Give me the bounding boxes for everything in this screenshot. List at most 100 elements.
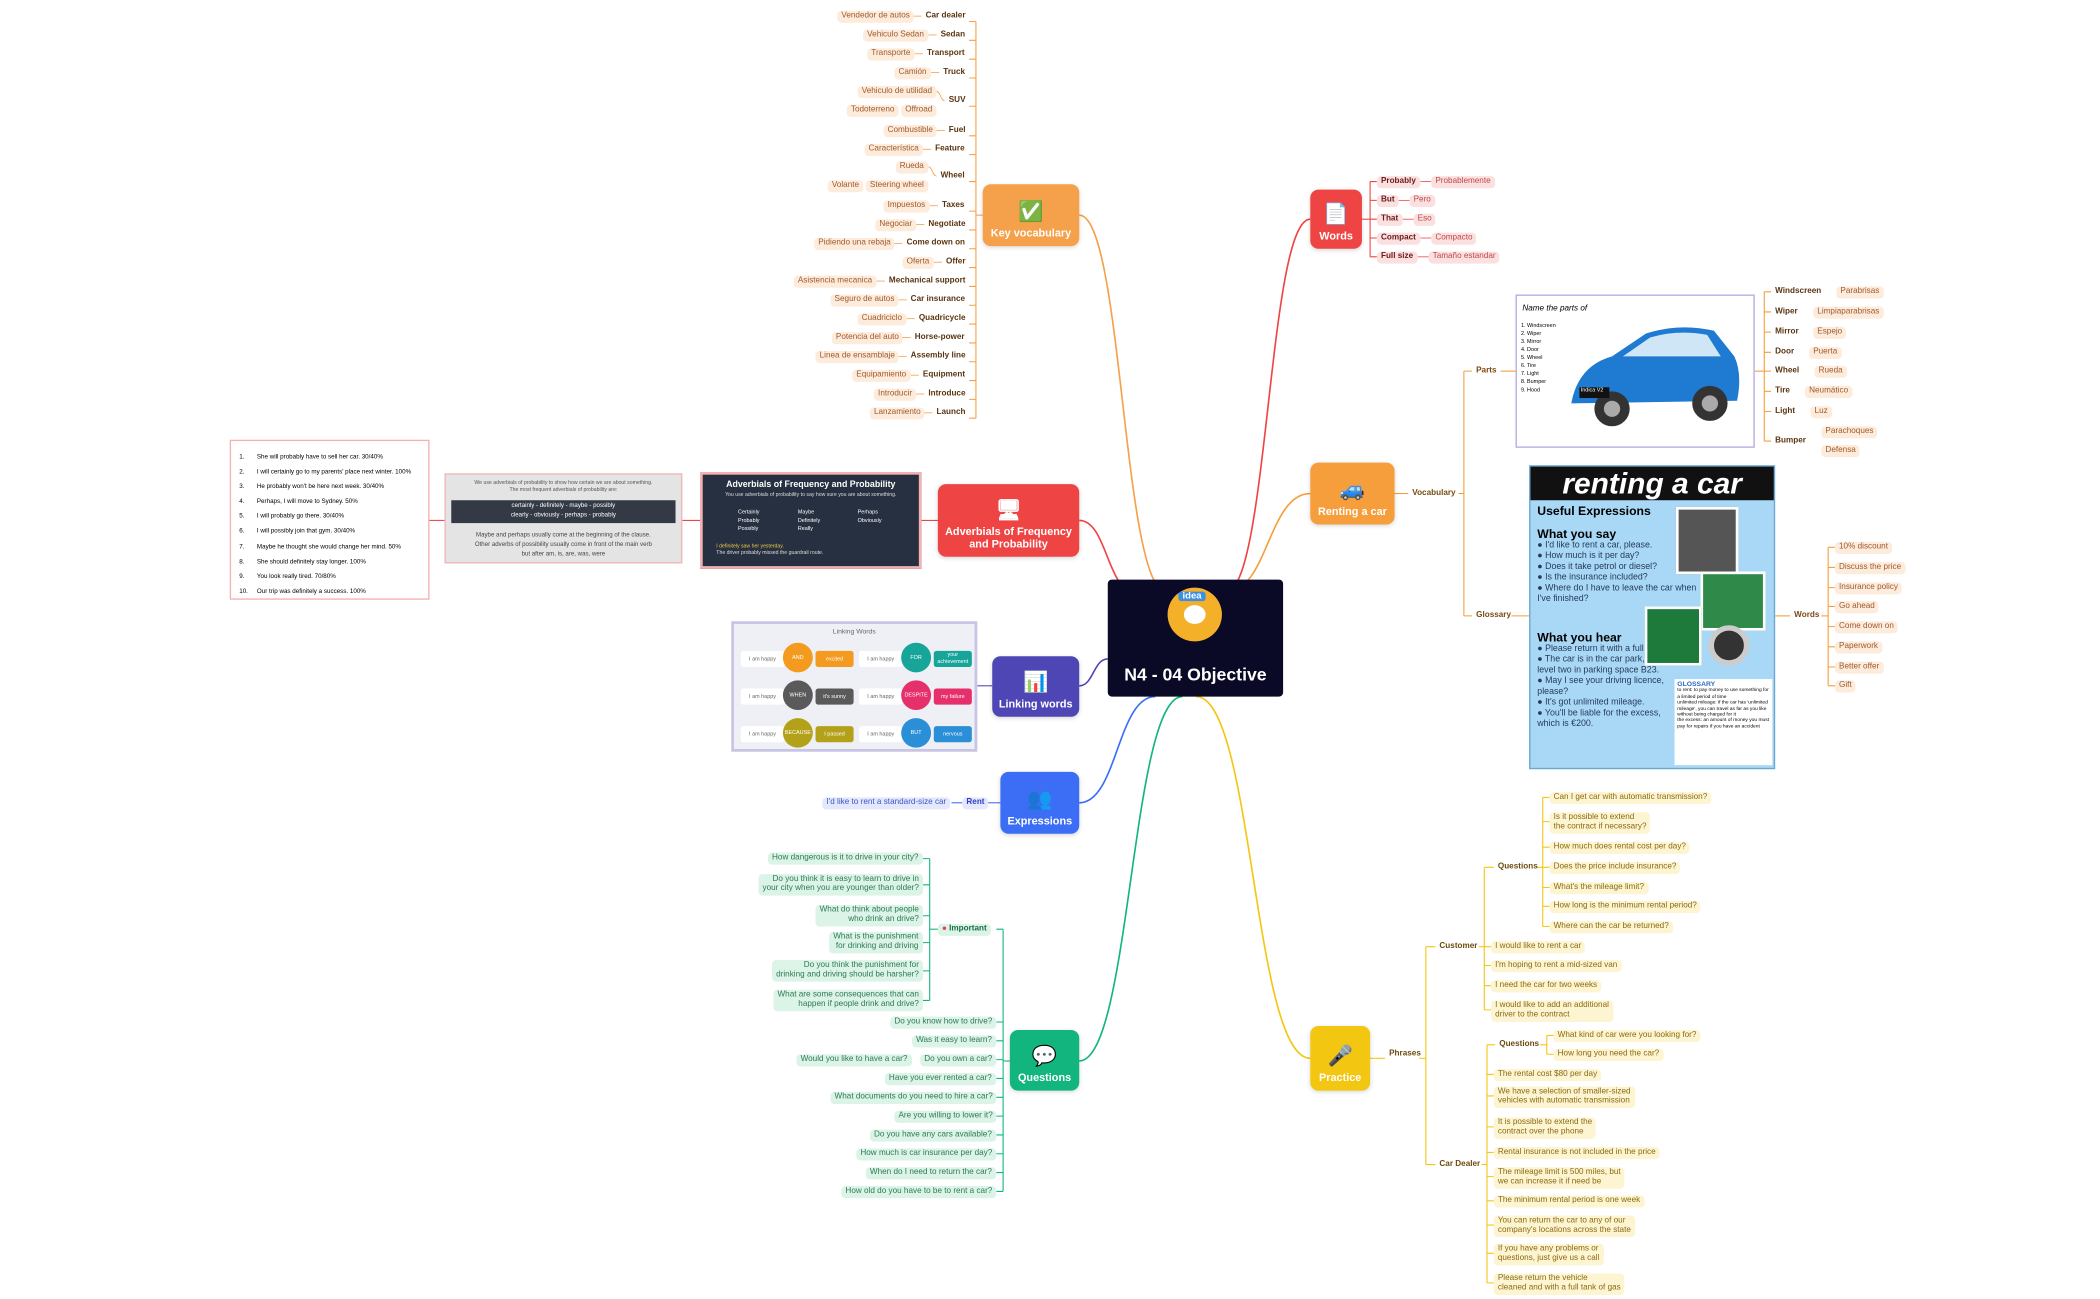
part-term[interactable]: Bumper xyxy=(1775,437,1806,446)
vocab-term[interactable]: Wheel xyxy=(940,172,965,181)
hub-linking-words[interactable]: 📊 Linking words xyxy=(992,656,1080,717)
vocab-term[interactable]: Offer xyxy=(946,258,966,267)
part-term[interactable]: Mirror xyxy=(1775,328,1799,337)
part-translation[interactable]: Rueda xyxy=(1814,365,1847,378)
question-item[interactable]: How old do you have to be to rent a car? xyxy=(841,1186,997,1199)
important-question[interactable]: Do you think the punishment for drinking… xyxy=(772,960,924,982)
part-term[interactable]: Light xyxy=(1775,407,1796,416)
word-translation[interactable]: Pero xyxy=(1409,194,1435,208)
part-term[interactable]: Windscreen xyxy=(1775,287,1822,296)
word-translation[interactable]: Compacto xyxy=(1431,232,1477,245)
vocab-translation[interactable]: Transporte xyxy=(867,48,915,61)
glossary-word[interactable]: Gift xyxy=(1834,680,1856,693)
glossary-word[interactable]: Come down on xyxy=(1834,621,1898,634)
vocab-term[interactable]: Feature xyxy=(935,145,965,154)
dealer-phrase[interactable]: We have a selection of smaller-sized veh… xyxy=(1493,1086,1635,1109)
part-translation[interactable]: Espejo xyxy=(1813,326,1847,339)
vocab-translation[interactable]: Lanzamiento xyxy=(869,407,925,420)
central-topic[interactable]: idea N4 - 04 Objective xyxy=(1107,579,1284,697)
important-question[interactable]: What do think about people who drink an … xyxy=(815,904,923,927)
dealer-phrase[interactable]: Please return the vehicle cleaned and wi… xyxy=(1493,1273,1625,1295)
vocab-term[interactable]: Car insurance xyxy=(910,295,966,304)
parts-label[interactable]: Parts xyxy=(1476,367,1497,376)
vocab-translation[interactable]: Seguro de autos xyxy=(830,294,899,307)
customer-question[interactable]: Is it possible to extend the contract if… xyxy=(1549,812,1651,834)
important-label[interactable]: ● Important xyxy=(937,923,991,936)
question-item[interactable]: How much is car insurance per day? xyxy=(856,1148,997,1161)
vocab-translation[interactable]: Potencia del auto xyxy=(831,332,904,345)
hub-questions[interactable]: 💬 Questions xyxy=(1009,1030,1080,1091)
expressions-rent-item[interactable]: I'd like to rent a standard-size car xyxy=(822,797,951,810)
vocab-translation[interactable]: Vehiculo de utilidad xyxy=(857,86,937,99)
vocab-term[interactable]: Transport xyxy=(926,49,965,58)
question-sub-item[interactable]: Would you like to have a car? xyxy=(796,1054,912,1067)
vocab-term[interactable]: Equipment xyxy=(922,371,966,380)
customer-question[interactable]: How long is the minimum rental period? xyxy=(1549,900,1701,914)
vocab-translation[interactable]: Introducir xyxy=(873,388,917,401)
glossary-word[interactable]: 10% discount xyxy=(1834,541,1893,555)
vocab-translation[interactable]: Negociar xyxy=(875,219,917,232)
dealer-phrase[interactable]: It is possible to extend the contract ov… xyxy=(1493,1117,1597,1139)
question-item[interactable]: When do I need to return the car? xyxy=(865,1167,996,1180)
customer-question[interactable]: Where can the car be returned? xyxy=(1549,921,1673,934)
question-item[interactable]: Are you willing to lower it? xyxy=(894,1110,997,1123)
customer-question[interactable]: How much does rental cost per day? xyxy=(1549,841,1691,854)
vocab-term[interactable]: Car dealer xyxy=(925,12,966,21)
vocab-term[interactable]: Sedan xyxy=(940,30,966,39)
important-question[interactable]: What is the punishment for drinking and … xyxy=(829,931,923,954)
vocab-term[interactable]: SUV xyxy=(948,96,966,105)
dealer-phrase[interactable]: Rental insurance is not included in the … xyxy=(1493,1147,1660,1160)
word-term[interactable]: That xyxy=(1376,213,1403,226)
customer-phrase[interactable]: I would like to add an additional driver… xyxy=(1491,1000,1614,1022)
vocab-term[interactable]: Taxes xyxy=(941,201,965,210)
customer-question[interactable]: Can I get car with automatic transmissio… xyxy=(1549,792,1712,805)
vocab-translation[interactable]: Equipamiento xyxy=(852,369,911,382)
glossary-word[interactable]: Paperwork xyxy=(1834,641,1883,654)
glossary-label[interactable]: Glossary xyxy=(1476,611,1512,620)
customer-questions-label[interactable]: Questions xyxy=(1497,863,1538,872)
vocab-translation[interactable]: Pidiendo una rebaja xyxy=(814,238,895,251)
part-translation[interactable]: Defensa xyxy=(1821,445,1860,458)
hub-renting-a-car[interactable]: 🚙 Renting a car xyxy=(1310,462,1395,525)
customer-phrase[interactable]: I need the car for two weeks xyxy=(1491,980,1602,993)
important-question[interactable]: Do you think it is easy to learn to driv… xyxy=(758,874,924,896)
vocabulary-label[interactable]: Vocabulary xyxy=(1412,489,1456,498)
customer-question[interactable]: What's the mileage limit? xyxy=(1549,882,1649,895)
hub-adverbials[interactable]: 🖥 Adverbials of Frequency and Probabilit… xyxy=(937,484,1080,557)
expressions-rent-label[interactable]: Rent xyxy=(962,797,989,810)
vocab-translation[interactable]: Oferta xyxy=(902,256,934,269)
word-term[interactable]: Compact xyxy=(1376,232,1420,245)
part-translation[interactable]: Neumático xyxy=(1805,385,1853,399)
vocab-term[interactable]: Quadricycle xyxy=(918,314,966,323)
question-item[interactable]: Do you own a car? xyxy=(920,1054,997,1067)
vocab-term[interactable]: Horse-power xyxy=(914,333,965,342)
question-item[interactable]: Do you have any cars available? xyxy=(869,1129,996,1142)
part-translation[interactable]: Luz xyxy=(1810,406,1832,419)
vocab-term[interactable]: Truck xyxy=(943,68,966,77)
vocab-term[interactable]: Negotiate xyxy=(928,220,966,229)
part-translation[interactable]: Parabrisas xyxy=(1836,286,1884,299)
important-question[interactable]: How dangerous is it to drive in your cit… xyxy=(767,852,923,865)
part-term[interactable]: Tire xyxy=(1775,387,1790,396)
customer-question[interactable]: Does the price include insurance? xyxy=(1549,861,1681,875)
question-item[interactable]: Was it easy to learn? xyxy=(912,1035,997,1048)
vocab-term[interactable]: Come down on xyxy=(906,239,966,248)
vocab-translation[interactable]: Camión xyxy=(894,67,931,80)
vocab-translation[interactable]: Cuadriciclo xyxy=(857,313,907,326)
question-item[interactable]: Have you ever rented a car? xyxy=(884,1073,996,1086)
question-item[interactable]: Do you know how to drive? xyxy=(890,1016,997,1029)
vocab-translation[interactable]: Rueda xyxy=(895,161,928,174)
glossary-words-label[interactable]: Words xyxy=(1794,611,1820,620)
vocab-translation[interactable]: Combustible xyxy=(883,125,937,138)
dealer-phrase[interactable]: The rental cost $80 per day xyxy=(1493,1069,1602,1082)
dealer-phrase[interactable]: The mileage limit is 500 miles, but we c… xyxy=(1493,1167,1625,1189)
vocab-translation[interactable]: Vendedor de autos xyxy=(837,10,914,23)
word-translation[interactable]: Eso xyxy=(1413,213,1436,226)
dealer-phrase[interactable]: If you have any problems or questions, j… xyxy=(1493,1243,1604,1266)
customer-phrase[interactable]: I'm hoping to rent a mid-sized van xyxy=(1491,960,1622,973)
vocab-term[interactable]: Fuel xyxy=(948,126,966,135)
dealer-question[interactable]: How long you need the car? xyxy=(1553,1048,1664,1061)
glossary-word[interactable]: Go ahead xyxy=(1834,601,1879,614)
vocab-translation[interactable]: Volante xyxy=(827,180,864,193)
vocab-term[interactable]: Mechanical support xyxy=(888,277,966,286)
